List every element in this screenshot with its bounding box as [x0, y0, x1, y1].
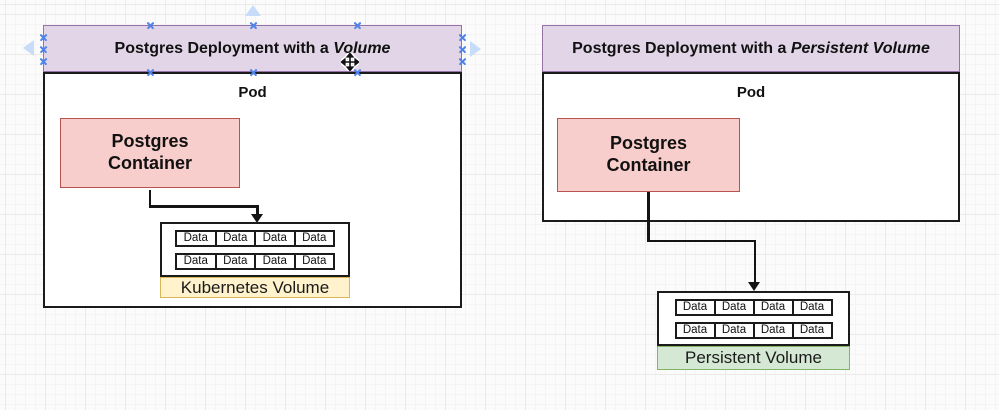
data-cell[interactable]: Data — [302, 255, 327, 267]
arrowhead-down-icon — [748, 281, 761, 291]
title-text: Postgres Deployment with a — [572, 39, 791, 57]
move-cursor-icon — [339, 51, 361, 76]
volume-box-left[interactable]: Data Data Data Data Data Data Data Data … — [160, 222, 350, 298]
connector-segment[interactable] — [647, 192, 650, 242]
persistent-volume-label[interactable]: Persistent Volume — [657, 346, 850, 370]
title-emphasis: Persistent Volume — [790, 39, 930, 57]
data-row[interactable]: Data Data Data Data — [674, 298, 833, 316]
connection-point-handle[interactable] — [459, 46, 466, 53]
volume-box-right[interactable]: Data Data Data Data Data Data Data Data … — [657, 291, 850, 370]
title-text: Postgres Deployment with a — [114, 39, 334, 57]
data-cell[interactable]: Data — [677, 300, 716, 314]
postgres-container-label: Postgres Container — [107, 131, 192, 173]
data-cell[interactable]: Data — [256, 254, 296, 268]
connector-segment[interactable] — [256, 205, 259, 215]
volume-data-area[interactable]: Data Data Data Data Data Data Data Data — [160, 222, 350, 277]
diagram-title-right[interactable]: Postgres Deployment with a Persistent Vo… — [542, 25, 960, 72]
data-row[interactable]: Data Data Data Data — [175, 229, 335, 247]
connection-point-handle[interactable] — [250, 22, 257, 29]
diagram-title-left[interactable]: Postgres Deployment with a Volume — [43, 25, 462, 72]
data-cell[interactable]: Data — [716, 323, 755, 337]
data-row[interactable]: Data Data Data Data — [674, 321, 833, 339]
arrowhead-down-icon — [250, 213, 263, 223]
data-cell[interactable]: Data — [677, 323, 716, 337]
postgres-container-left[interactable]: Postgres Container — [60, 118, 240, 188]
connection-point-handle[interactable] — [459, 58, 466, 65]
connector-segment[interactable] — [647, 239, 756, 242]
nav-arrow-up-icon[interactable] — [245, 5, 261, 16]
data-cell[interactable]: Data — [799, 324, 825, 336]
data-cell[interactable]: Data — [716, 300, 755, 314]
data-cell[interactable]: Data — [217, 254, 256, 268]
connection-point-handle[interactable] — [40, 58, 47, 65]
kubernetes-volume-label[interactable]: Kubernetes Volume — [160, 277, 350, 298]
connection-point-handle[interactable] — [40, 46, 47, 53]
postgres-container-right[interactable]: Postgres Container — [557, 118, 740, 192]
data-cell[interactable]: Data — [177, 231, 217, 245]
volume-data-area[interactable]: Data Data Data Data Data Data Data Data — [657, 291, 850, 346]
nav-arrow-left-icon[interactable] — [23, 40, 34, 56]
connection-point-handle[interactable] — [147, 69, 154, 76]
connector-segment[interactable] — [148, 205, 259, 208]
title-emphasis: Volume — [333, 39, 391, 57]
pod-label: Pod — [736, 84, 766, 101]
postgres-container-label: Postgres Container — [606, 133, 691, 175]
connector-segment[interactable] — [148, 190, 152, 208]
data-cell[interactable]: Data — [799, 301, 825, 313]
connection-point-handle[interactable] — [40, 34, 47, 41]
connector-segment[interactable] — [753, 239, 756, 282]
connection-point-handle[interactable] — [147, 22, 154, 29]
data-cell[interactable]: Data — [177, 254, 217, 268]
connection-point-handle[interactable] — [250, 69, 257, 76]
data-row[interactable]: Data Data Data Data — [175, 252, 335, 270]
connection-point-handle[interactable] — [459, 34, 466, 41]
data-cell[interactable]: Data — [302, 232, 327, 244]
pod-label: Pod — [238, 84, 267, 101]
data-cell[interactable]: Data — [256, 231, 296, 245]
nav-arrow-right-icon[interactable] — [470, 41, 481, 57]
connection-point-handle[interactable] — [354, 22, 361, 29]
data-cell[interactable]: Data — [217, 231, 256, 245]
data-cell[interactable]: Data — [755, 300, 794, 314]
data-cell[interactable]: Data — [755, 323, 794, 337]
